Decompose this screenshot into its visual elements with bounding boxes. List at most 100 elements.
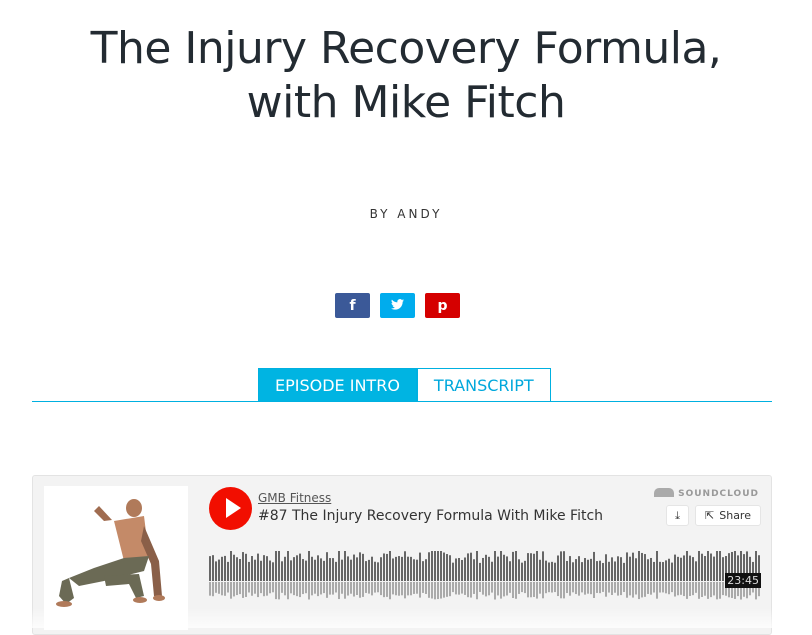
- waveform-reflection-bar: [221, 582, 223, 596]
- waveform-reflection-bar: [713, 582, 715, 596]
- uploader-link[interactable]: GMB Fitness: [258, 491, 332, 505]
- waveform-bar: [362, 553, 364, 581]
- waveform-reflection-bar: [368, 582, 370, 594]
- waveform-reflection-bar: [707, 582, 709, 599]
- waveform-reflection-bar: [353, 582, 355, 597]
- waveform-bar: [326, 552, 328, 581]
- waveform-reflection-bar: [401, 582, 403, 596]
- track-artwork[interactable]: [44, 486, 188, 630]
- waveform-reflection-bar: [218, 582, 220, 594]
- waveform-bar: [647, 559, 649, 581]
- waveform-reflection-bar: [227, 582, 229, 593]
- waveform-bar: [539, 559, 541, 581]
- waveform-reflection-bar: [482, 582, 484, 595]
- waveform-reflection-bar: [248, 582, 250, 593]
- waveform-reflection-bar: [524, 582, 526, 594]
- waveform-reflection-bar: [629, 582, 631, 596]
- waveform-reflection-bar: [554, 582, 556, 593]
- waveform-bar: [668, 558, 670, 581]
- waveform-reflection-bar: [242, 582, 244, 598]
- waveform-bar: [695, 561, 697, 581]
- waveform-bar: [368, 559, 370, 581]
- waveform-bar: [704, 556, 706, 581]
- waveform-bar: [509, 561, 511, 581]
- waveform-reflection-bar: [551, 582, 553, 593]
- waveform-bar: [515, 551, 517, 581]
- waveform-reflection-bar: [269, 582, 271, 594]
- waveform-bar: [284, 556, 286, 581]
- waveform-bar: [644, 554, 646, 581]
- waveform-reflection-bar: [497, 582, 499, 596]
- duration: 23:45: [725, 573, 761, 588]
- waveform-bar: [452, 562, 454, 581]
- waveform-reflection-bar: [695, 582, 697, 593]
- waveform-bar: [524, 560, 526, 581]
- waveform-bar: [584, 558, 586, 581]
- waveform-bar: [518, 559, 520, 581]
- waveform-bar: [296, 555, 298, 581]
- waveform-reflection-bar: [362, 582, 364, 597]
- waveform[interactable]: [209, 551, 761, 601]
- waveform-bar: [257, 553, 259, 581]
- waveform-reflection-bar: [743, 582, 745, 597]
- waveform-reflection-bar: [614, 582, 616, 593]
- waveform-bar: [335, 561, 337, 581]
- waveform-bar: [560, 551, 562, 581]
- waveform-reflection-bar: [548, 582, 550, 593]
- waveform-reflection-bar: [251, 582, 253, 596]
- waveform-reflection-bar: [212, 582, 214, 597]
- waveform-bar: [587, 559, 589, 581]
- waveform-reflection-bar: [233, 582, 235, 597]
- waveform-reflection-bar: [263, 582, 265, 597]
- waveform-reflection-bar: [605, 582, 607, 597]
- download-button[interactable]: ⤓: [666, 505, 689, 526]
- waveform-bar: [347, 556, 349, 581]
- waveform-bar: [710, 553, 712, 581]
- waveform-reflection-bar: [635, 582, 637, 595]
- waveform-reflection-bar: [410, 582, 412, 596]
- waveform-bar: [686, 551, 688, 581]
- waveform-bar: [425, 559, 427, 581]
- soundcloud-logo[interactable]: SOUNDCLOUD: [654, 488, 759, 499]
- waveform-bar: [287, 551, 289, 581]
- waveform-reflection-bar: [611, 582, 613, 596]
- waveform-bar: [650, 557, 652, 581]
- waveform-bar: [266, 556, 268, 581]
- waveform-reflection-bar: [539, 582, 541, 594]
- waveform-reflection-bar: [536, 582, 538, 599]
- waveform-reflection-bar: [698, 582, 700, 599]
- waveform-bar: [536, 551, 538, 581]
- waveform-reflection-bar: [644, 582, 646, 597]
- waveform-bar: [740, 551, 742, 581]
- title-line-1: The Injury Recovery Formula,: [90, 23, 722, 74]
- share-button[interactable]: ⇱Share: [695, 505, 761, 526]
- waveform-bar: [275, 551, 277, 581]
- waveform-reflection-bar: [290, 582, 292, 594]
- facebook-share-button[interactable]: f: [335, 293, 370, 318]
- download-icon: ⤓: [675, 508, 680, 522]
- waveform-reflection-bar: [365, 582, 367, 593]
- play-button[interactable]: [209, 487, 252, 530]
- track-title[interactable]: #87 The Injury Recovery Formula With Mik…: [258, 508, 604, 524]
- waveform-reflection-bar: [404, 582, 406, 599]
- waveform-reflection-bar: [386, 582, 388, 597]
- waveform-reflection-bar: [515, 582, 517, 599]
- waveform-bar: [218, 559, 220, 581]
- tab-transcript[interactable]: TRANSCRIPT: [416, 368, 551, 402]
- twitter-share-button[interactable]: [380, 293, 415, 318]
- waveform-reflection-bar: [215, 582, 217, 593]
- waveform-bar: [602, 562, 604, 581]
- waveform-reflection-bar: [746, 582, 748, 599]
- pinterest-share-button[interactable]: p: [425, 293, 460, 318]
- waveform-bar: [449, 555, 451, 581]
- waveform-reflection-bar: [329, 582, 331, 595]
- waveform-reflection-bar: [500, 582, 502, 599]
- waveform-bar: [572, 562, 574, 581]
- waveform-reflection-bar: [542, 582, 544, 599]
- waveform-bar: [731, 551, 733, 581]
- waveform-bar: [209, 556, 211, 581]
- waveform-reflection-bar: [758, 582, 760, 597]
- waveform-reflection-bar: [521, 582, 523, 593]
- tab-episode-intro[interactable]: EPISODE INTRO: [258, 368, 417, 402]
- waveform-bar: [230, 551, 232, 581]
